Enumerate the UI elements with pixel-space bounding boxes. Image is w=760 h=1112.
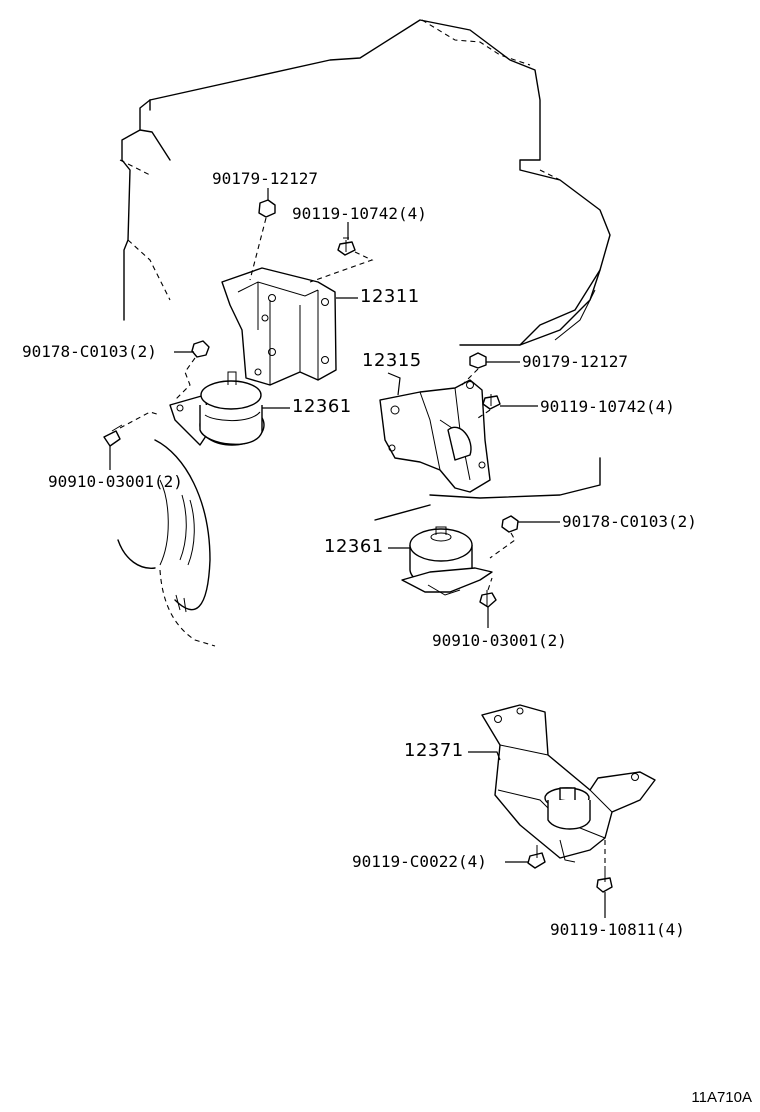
figure-code: 11A710A — [691, 1089, 752, 1106]
fasteners-left — [103, 199, 374, 447]
callout-90178-C0103-left: 90178-C0103(2) — [22, 342, 157, 361]
callout-90910-03001-left: 90910-03001(2) — [48, 472, 183, 491]
bracket-12315 — [379, 379, 491, 493]
fasteners-rear — [527, 840, 613, 893]
fasteners-right — [461, 352, 519, 608]
callout-90119-10811: 90119-10811(4) — [550, 920, 685, 939]
callout-90119-10742-top: 90119-10742(4) — [292, 204, 427, 223]
mount-12361-left — [169, 371, 265, 446]
callout-90178-C0103-right: 90178-C0103(2) — [562, 512, 697, 531]
leader-lines — [109, 188, 606, 918]
bracket-12371 — [481, 704, 656, 863]
mount-12361-right — [401, 526, 493, 596]
callout-90910-03001-right: 90910-03001(2) — [432, 631, 567, 650]
callout-12361-left: 12361 — [292, 396, 352, 417]
bracket-12311 — [221, 267, 337, 386]
callout-90179-12127-right: 90179-12127 — [522, 352, 628, 371]
callout-12371: 12371 — [404, 740, 464, 761]
callout-90119-C0022: 90119-C0022(4) — [352, 852, 487, 871]
callout-12311: 12311 — [360, 286, 420, 307]
engine-outline — [117, 19, 611, 647]
callout-90179-12127-top: 90179-12127 — [212, 169, 318, 188]
callout-90119-10742-right: 90119-10742(4) — [540, 397, 675, 416]
callout-12361-right: 12361 — [324, 536, 384, 557]
callout-12315: 12315 — [362, 350, 422, 371]
